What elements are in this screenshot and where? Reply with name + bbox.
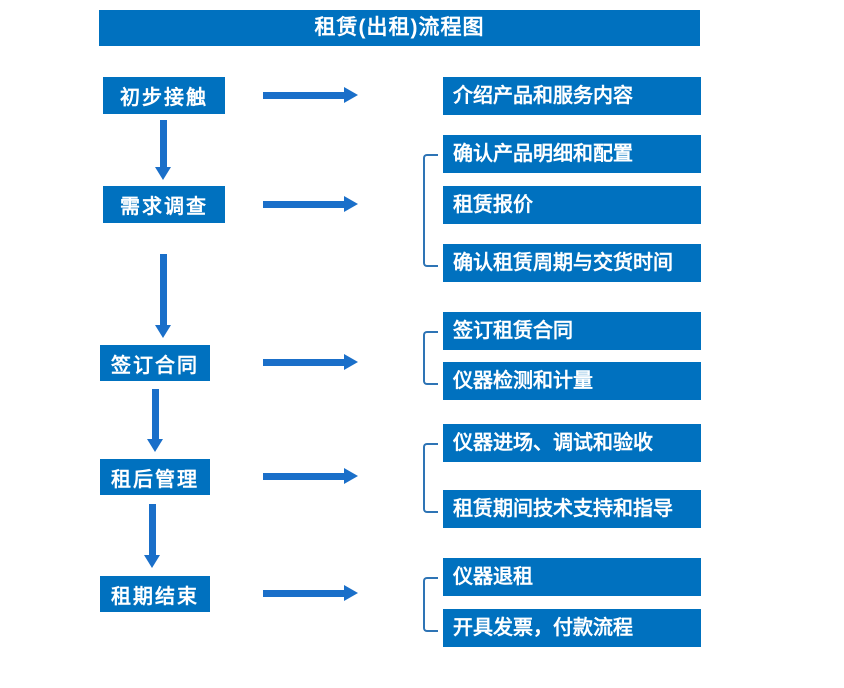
step-label: 租后管理 — [111, 468, 199, 491]
arrow-head — [144, 555, 160, 568]
arrow-down-icon — [154, 120, 172, 180]
detail-box: 仪器检测和计量 — [443, 362, 701, 400]
arrow-shaft — [263, 91, 344, 99]
arrow-head — [344, 585, 358, 601]
arrow-down-icon — [154, 254, 172, 338]
arrow-right-icon — [263, 86, 358, 104]
arrow-shaft — [151, 389, 159, 439]
step-label: 初步接触 — [120, 87, 208, 109]
step-box-sign-contract: 签订合同 — [100, 345, 210, 381]
arrow-shaft — [263, 200, 344, 208]
arrow-shaft — [159, 254, 167, 325]
detail-box: 租赁报价 — [443, 186, 701, 224]
detail-box: 确认产品明细和配置 — [443, 135, 701, 173]
detail-box: 租赁期间技术支持和指导 — [443, 490, 701, 528]
arrow-right-icon — [263, 353, 358, 371]
step-box-demand-survey: 需求调查 — [103, 186, 225, 223]
group-bracket — [423, 577, 438, 632]
detail-box: 签订租赁合同 — [443, 312, 701, 350]
arrow-head — [155, 325, 171, 338]
detail-box: 确认租赁周期与交货时间 — [443, 244, 701, 282]
step-label: 签订合同 — [111, 354, 199, 377]
arrow-down-icon — [146, 389, 164, 452]
detail-box: 仪器退租 — [443, 558, 701, 596]
arrow-head — [344, 196, 358, 212]
arrow-shaft — [263, 358, 344, 366]
arrow-shaft — [159, 120, 167, 167]
group-bracket — [423, 154, 438, 267]
page-title: 租赁(出租)流程图 — [314, 16, 485, 39]
arrow-shaft — [148, 504, 156, 555]
group-bracket — [423, 331, 438, 385]
step-box-rental-end: 租期结束 — [100, 576, 210, 612]
step-label: 租期结束 — [111, 585, 199, 608]
detail-box: 开具发票，付款流程 — [443, 609, 701, 647]
arrow-right-icon — [263, 195, 358, 213]
title-bar: 租赁(出租)流程图 — [99, 10, 700, 46]
arrow-down-icon — [143, 504, 161, 568]
step-label: 需求调查 — [120, 196, 208, 218]
arrow-shaft — [263, 589, 344, 597]
step-box-post-rental-management: 租后管理 — [100, 459, 210, 495]
arrow-head — [344, 87, 358, 103]
arrow-right-icon — [263, 467, 358, 485]
group-bracket — [423, 443, 438, 513]
arrow-right-icon — [263, 584, 358, 602]
arrow-shaft — [263, 472, 344, 480]
arrow-head — [155, 167, 171, 180]
detail-box: 介绍产品和服务内容 — [443, 77, 701, 115]
step-box-initial-contact: 初步接触 — [103, 77, 225, 114]
arrow-head — [344, 468, 358, 484]
detail-box: 仪器进场、调试和验收 — [443, 424, 701, 462]
arrow-head — [344, 354, 358, 370]
arrow-head — [147, 439, 163, 452]
